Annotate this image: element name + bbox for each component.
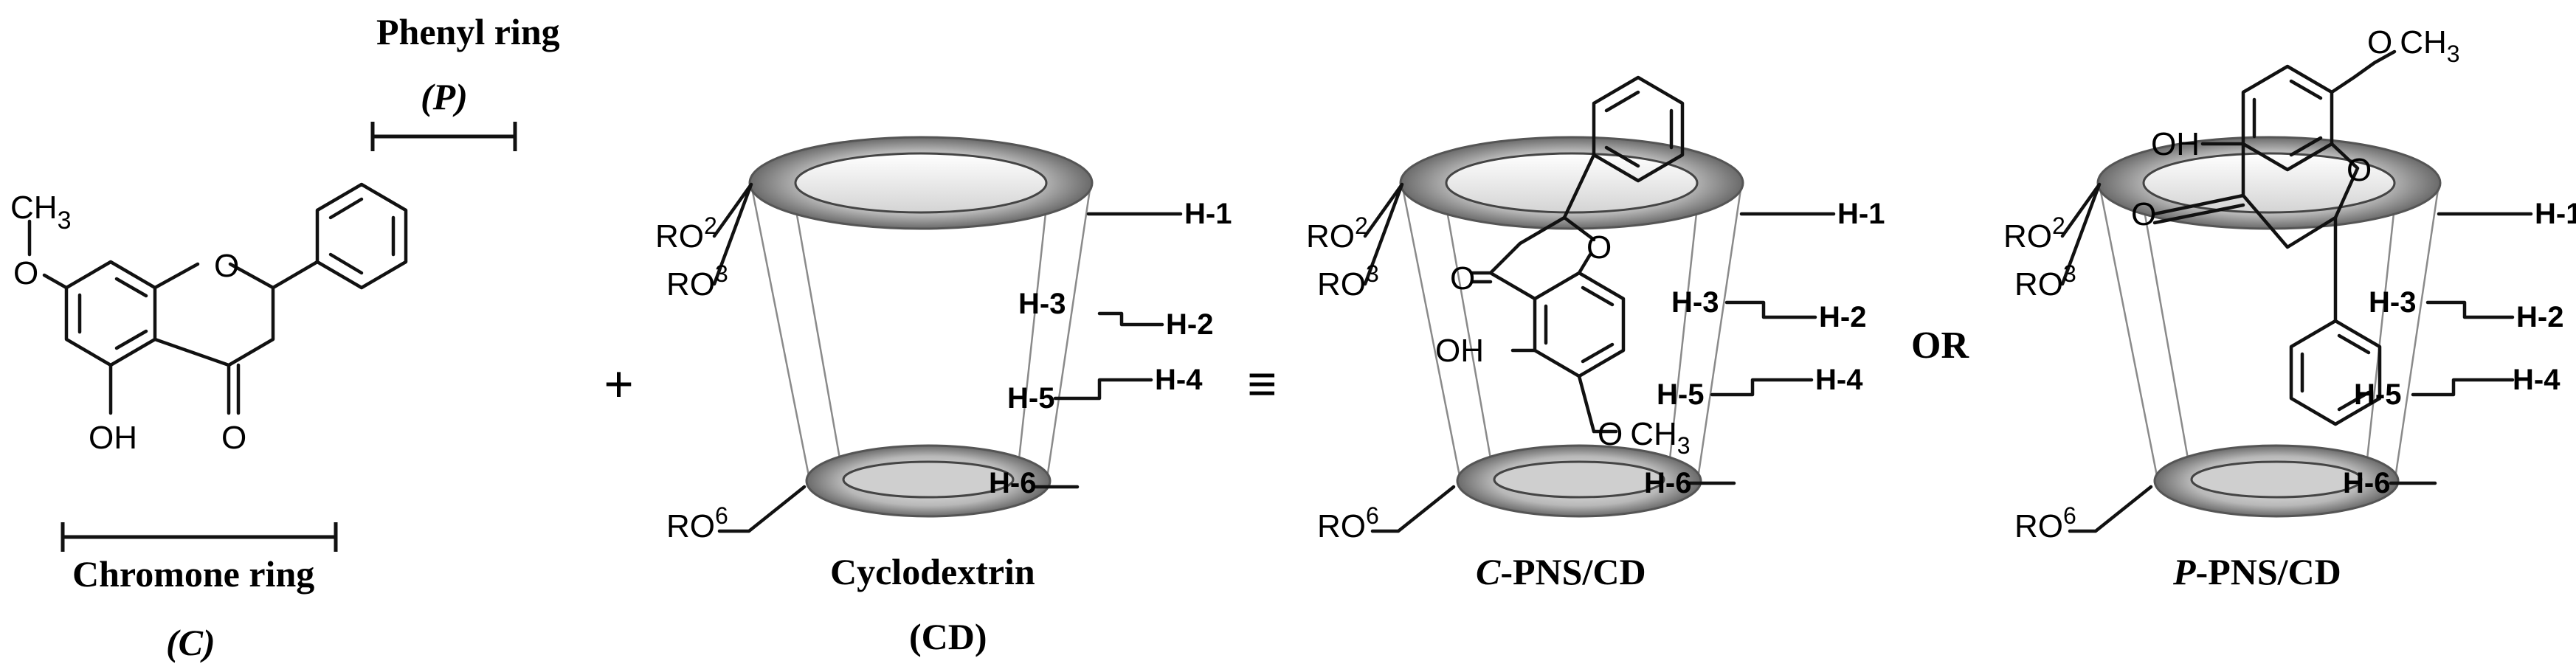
methyl-group: CH3 xyxy=(10,190,71,235)
cd2-h2: H-2 xyxy=(1819,301,1866,333)
c-complex-ring-oxygen: O xyxy=(1586,229,1612,266)
cd1-h5: H-5 xyxy=(1007,382,1054,415)
c-complex-hydroxyl: OH xyxy=(1435,333,1484,369)
equivalence-operator: ≡ xyxy=(1247,355,1277,414)
p-complex-ring-oxygen: O xyxy=(2347,152,2372,188)
p-complex-hydroxyl: OH xyxy=(2151,126,2200,162)
plus-operator: + xyxy=(604,355,634,414)
cd2-ro3: RO3 xyxy=(1317,260,1379,302)
cd1-annotations xyxy=(712,182,1183,533)
carbonyl-oxygen: O xyxy=(221,420,246,456)
cd3-annotations xyxy=(2060,182,2533,533)
cyclodextrin-cone xyxy=(748,136,1094,518)
cd1-ro6: RO6 xyxy=(666,502,728,544)
cd1-h2: H-2 xyxy=(1166,308,1213,341)
p-complex-cone xyxy=(2096,136,2442,518)
c-complex-cone xyxy=(1399,136,1744,518)
or-operator: OR xyxy=(1911,325,1969,367)
p-complex-caption: P-PNS/CD xyxy=(2172,551,2341,592)
cyclodextrin-caption: Cyclodextrin xyxy=(830,551,1035,592)
cd3-h6: H-6 xyxy=(2343,467,2390,499)
p-complex-guest xyxy=(2152,49,2397,426)
cd1-ro2: RO2 xyxy=(655,212,717,254)
cd3-h2: H-2 xyxy=(2516,301,2563,333)
hydroxyl-group: OH xyxy=(89,420,137,456)
cyclodextrin-abbr: (CD) xyxy=(909,616,987,657)
phenyl-ring-abbr: (P) xyxy=(421,76,468,117)
cd2-h6: H-6 xyxy=(1644,467,1691,499)
cd3-h4: H-4 xyxy=(2513,364,2561,396)
cd2-h5: H-5 xyxy=(1657,378,1704,411)
cd3-ro3: RO3 xyxy=(2014,260,2076,302)
methoxy-oxygen: O xyxy=(13,255,38,291)
cd1-h6: H-6 xyxy=(989,467,1036,499)
p-complex-carbonyl-oxygen: O xyxy=(2131,196,2156,232)
ring-oxygen: O xyxy=(214,248,239,284)
cd2-annotations xyxy=(1363,182,1836,533)
c-complex-carbonyl-oxygen: O xyxy=(1450,260,1475,297)
chromone-ring-abbr: (C) xyxy=(166,622,215,663)
phenyl-ring-bracket xyxy=(370,122,517,151)
cd3-h3: H-3 xyxy=(2369,286,2416,319)
c-complex-caption: C-PNS/CD xyxy=(1476,551,1646,592)
phenyl-ring-label: Phenyl ring xyxy=(376,11,560,52)
cd2-h3: H-3 xyxy=(1671,286,1719,319)
cd1-ro3: RO3 xyxy=(666,260,728,302)
chromone-ring-label: Chromone ring xyxy=(72,553,314,595)
cd1-h3: H-3 xyxy=(1018,288,1066,320)
cd1-h1: H-1 xyxy=(1184,198,1232,230)
cd3-ro6: RO6 xyxy=(2014,502,2076,544)
c-complex-guest xyxy=(1470,75,1685,434)
cd1-h4: H-4 xyxy=(1155,364,1203,396)
cd3-ro2: RO2 xyxy=(2003,212,2065,254)
cd3-h1: H-1 xyxy=(2535,198,2576,230)
cd2-h4: H-4 xyxy=(1815,364,1863,396)
cd2-ro2: RO2 xyxy=(1306,212,1368,254)
cd2-h1: H-1 xyxy=(1837,198,1885,230)
flavanone-structure xyxy=(27,182,408,415)
cd3-h5: H-5 xyxy=(2354,378,2401,411)
cd2-ro6: RO6 xyxy=(1317,502,1379,544)
chromone-ring-bracket xyxy=(61,522,338,552)
